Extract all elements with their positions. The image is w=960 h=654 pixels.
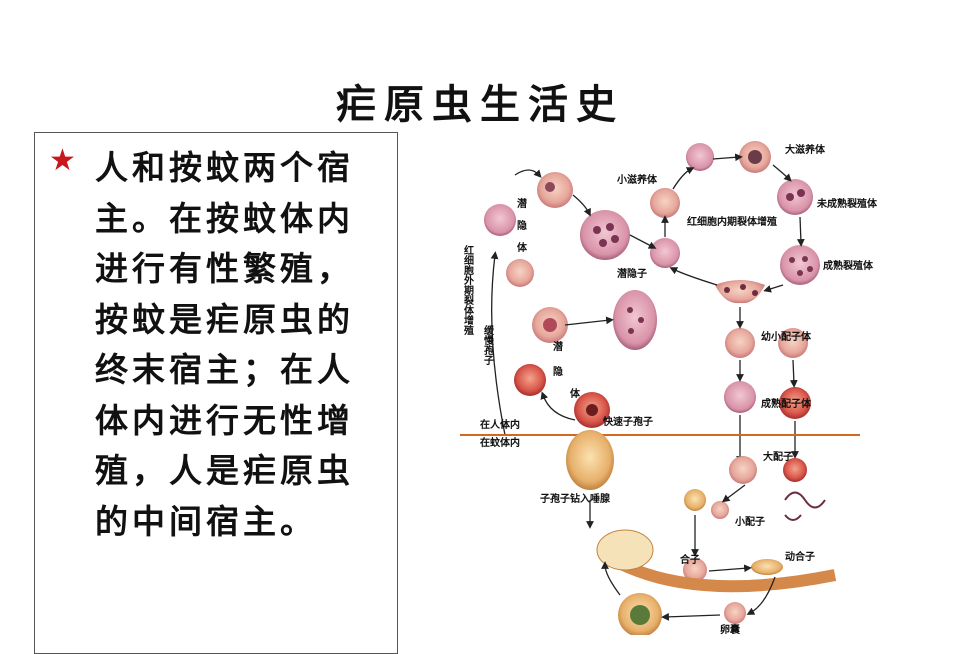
label-latent-mid-2: 隐 [553, 365, 563, 378]
gamete-cell-b [711, 501, 729, 519]
label-exo-erythrocytic: 红细胞外期裂体增殖 [462, 244, 475, 336]
bullet-box: ★ 人和按蚊两个宿主。在按蚊体内进行有性繁殖，按蚊是疟原虫的终末宿主；在人体内进… [34, 132, 398, 654]
label-small-trophozoite: 小滋养体 [616, 173, 658, 186]
liver-schizont [580, 210, 630, 260]
label-in-human: 在人体内 [480, 418, 520, 431]
small-trophozoite-cell [650, 188, 680, 218]
ookinete-cell [751, 559, 783, 575]
sporozoite-release [597, 530, 653, 570]
bullet-text: 人和按蚊两个宿主。在按蚊体内进行有性繁殖，按蚊是疟原虫的终末宿主；在人体内进行无… [95, 143, 385, 547]
gametocyte-column [724, 307, 811, 460]
label-latent-top-1: 潜 [517, 197, 528, 210]
gamete-cell-a [684, 489, 706, 511]
liver-cell-1 [537, 172, 573, 208]
label-mature-gametocyte: 成熟配子体 [761, 397, 812, 410]
mature-schizont-cell [780, 245, 820, 285]
label-oocyst: 卵囊 [720, 623, 741, 635]
liver-cell-5 [514, 364, 546, 396]
label-latent-top-3: 体 [517, 241, 528, 254]
label-hypnozoite: 潜隐子 [617, 267, 647, 280]
label-large-trophozoite: 大滋养体 [785, 143, 826, 156]
life-cycle-svg: 大滋养体 小滋养体 未成熟裂殖体 红细胞内期裂体增殖 成熟裂殖体 潜 隐 体 潜… [455, 135, 925, 635]
label-rbc-schizogony: 红细胞内期裂体增殖 [687, 215, 777, 228]
salivary-gland [566, 430, 614, 490]
star-icon: ★ [49, 143, 76, 178]
hypnozoite-cell [613, 290, 657, 350]
mosquito-cycle [566, 430, 835, 635]
label-macrogamete: 大配子 [763, 450, 793, 463]
liver-cell-2 [484, 204, 516, 236]
label-microgamete: 小配子 [734, 515, 765, 528]
young-gametocyte-cell-1 [725, 328, 755, 358]
label-young-gametocyte: 幼小配子体 [761, 330, 812, 343]
label-in-mosquito: 在蚊体内 [480, 436, 520, 449]
life-cycle-diagram: 大滋养体 小滋养体 未成熟裂殖体 红细胞内期裂体增殖 成熟裂殖体 潜 隐 体 潜… [455, 135, 925, 635]
flagella [785, 493, 825, 508]
label-sporozoite-gland: 子孢子钻入唾腺 [540, 492, 611, 505]
liver-cell-3 [506, 259, 534, 287]
label-latent-top-2: 隐 [517, 219, 527, 232]
macrogamete-cell [729, 456, 757, 484]
label-mature-schizont: 成熟裂殖体 [823, 259, 874, 272]
ring-cell-1 [686, 143, 714, 171]
label-fast-sporozoite: 快速子孢子 [602, 415, 653, 428]
label-zygote: 合子 [679, 553, 700, 566]
oocyst-early [724, 602, 746, 624]
label-ookinete: 动合子 [785, 550, 815, 563]
mature-gametocyte-cell-1 [724, 381, 756, 413]
merozoite-cell [650, 238, 680, 268]
label-latent-mid-1: 潜 [553, 340, 564, 353]
immature-schizont-cell [777, 179, 813, 215]
slide-title: 疟原虫生活史 [0, 72, 960, 128]
label-latent-mid-3: 体 [570, 387, 581, 400]
label-immature-schizont: 未成熟裂殖体 [816, 197, 878, 210]
